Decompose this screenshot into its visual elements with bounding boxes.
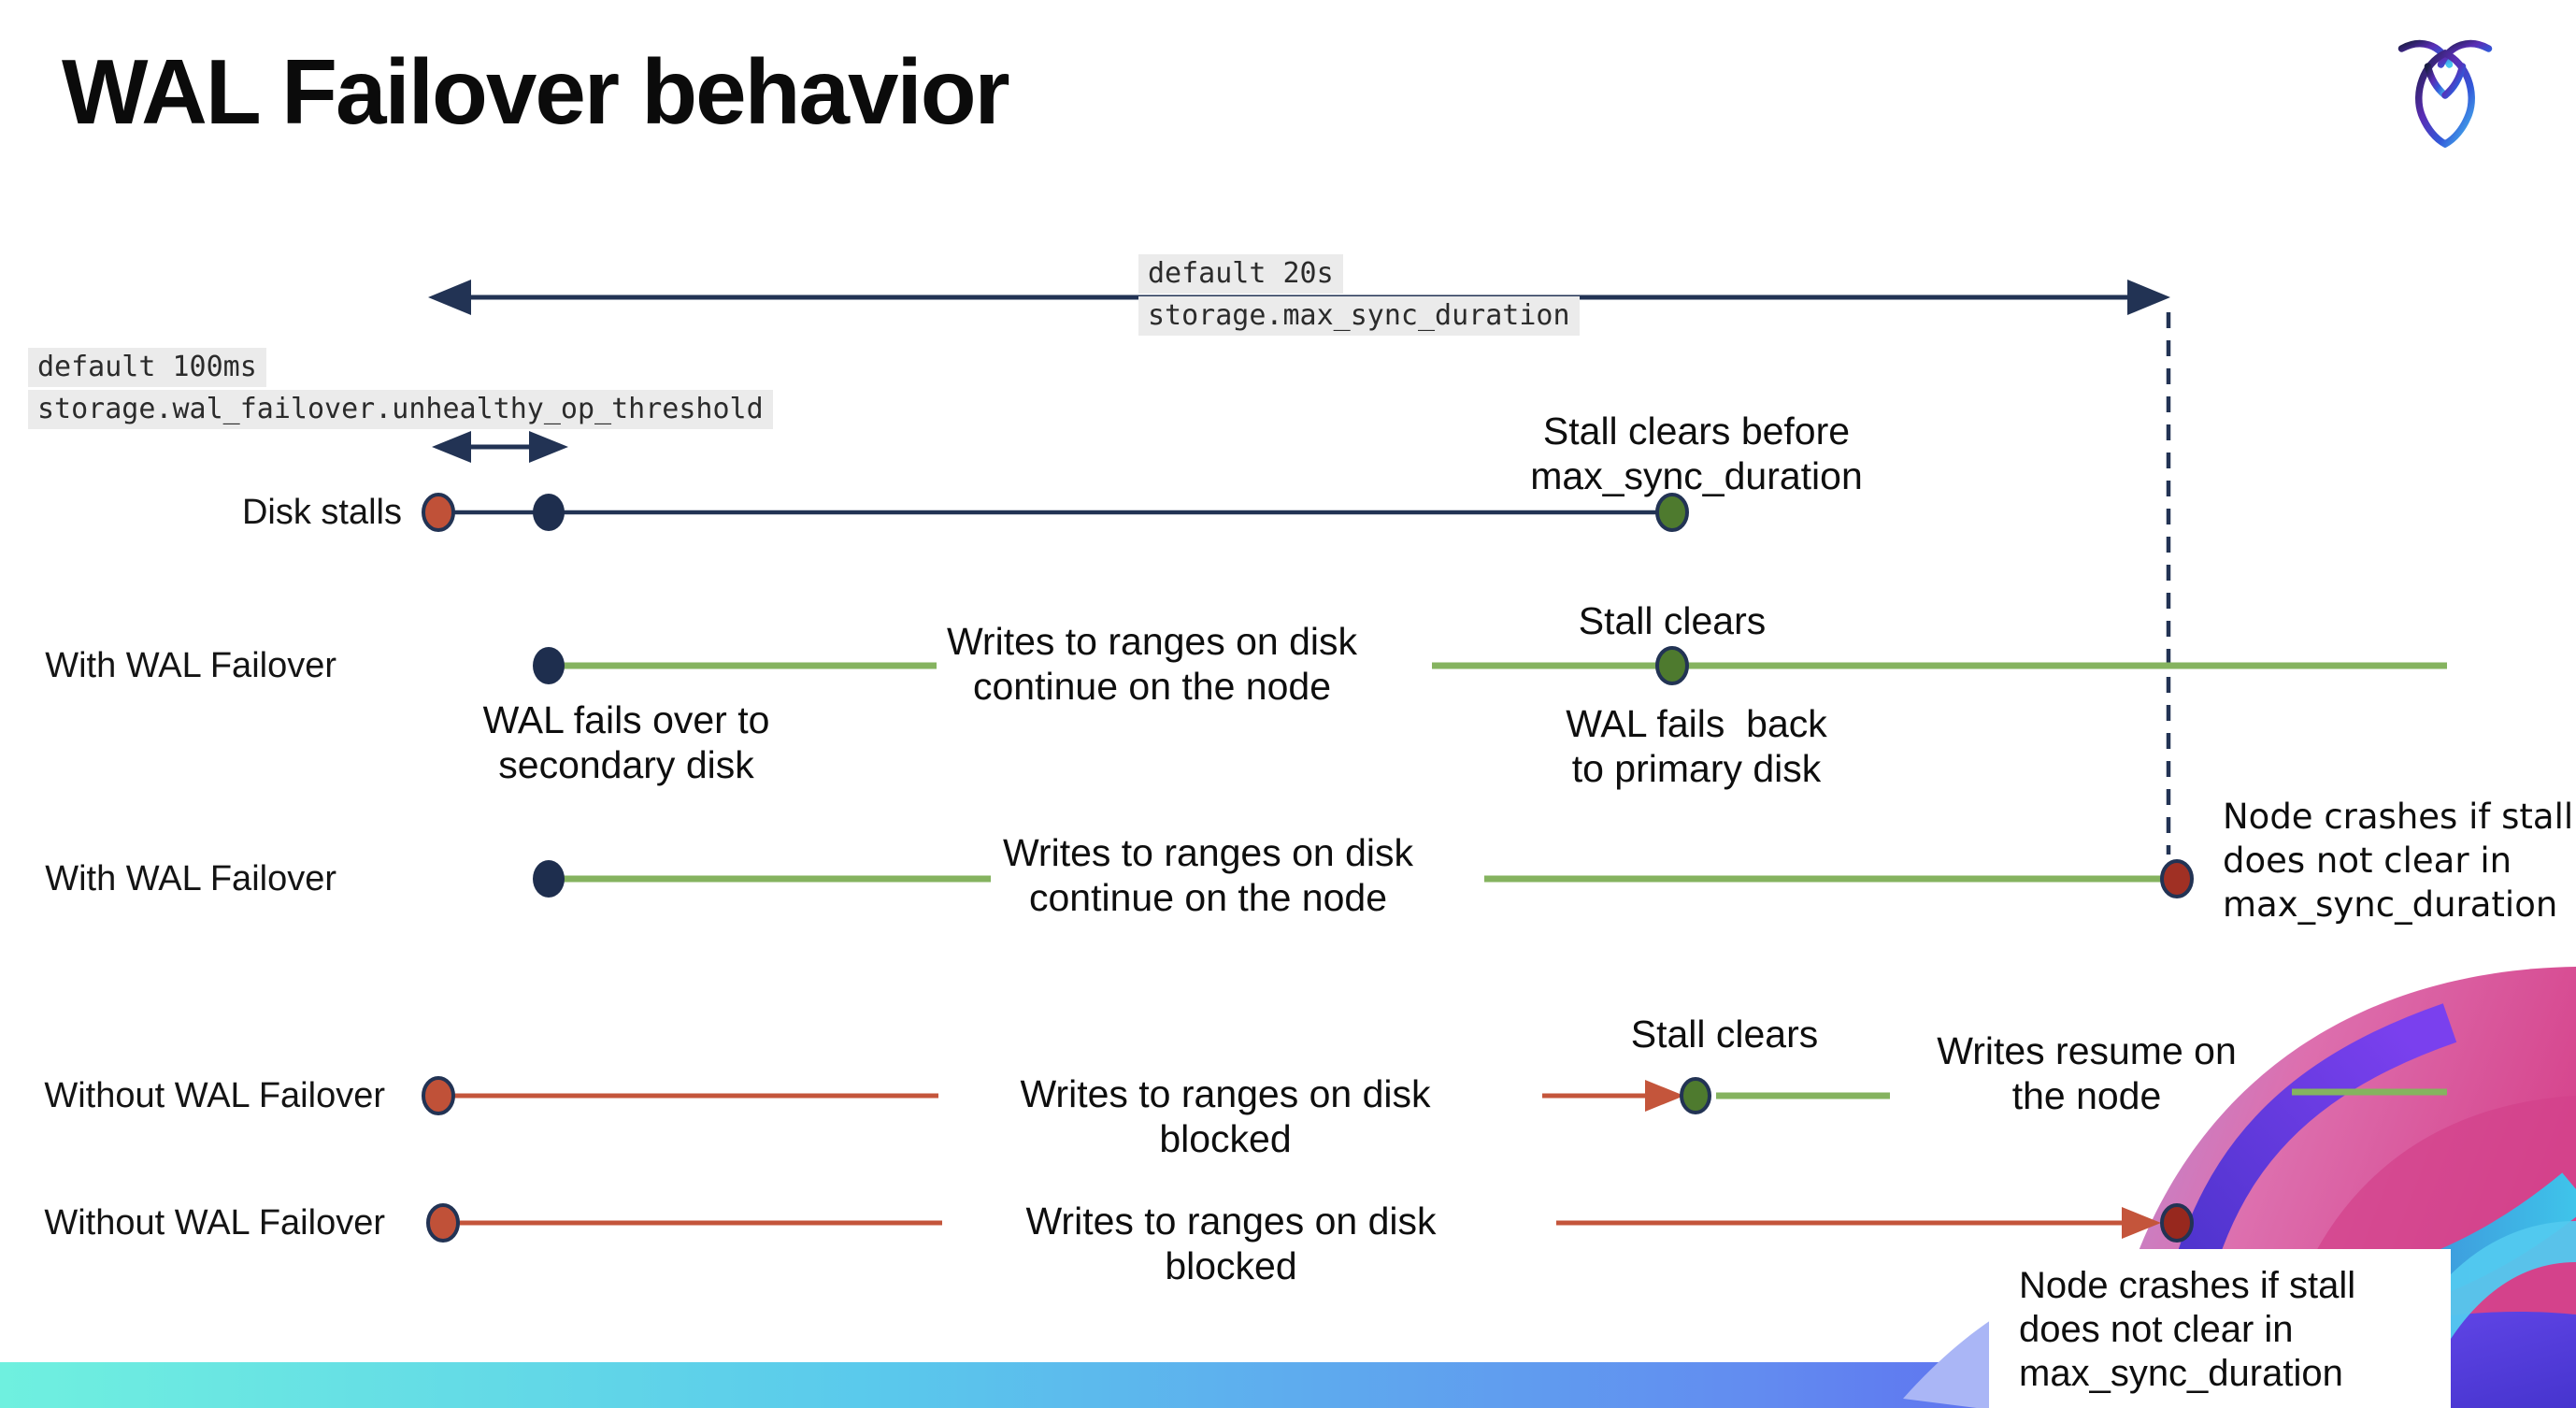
- row-label-with-wal-failover-1: With WAL Failover: [45, 646, 336, 685]
- row-label-with-wal-failover-2: With WAL Failover: [45, 859, 336, 898]
- setting-default-value: default 100ms: [28, 348, 266, 387]
- annotation-writes-blocked-2: Writes to ranges on disk blocked: [1025, 1200, 1458, 1287]
- annotation-node-crashes-1: Node crashes if stall does not clear in …: [2223, 797, 2574, 925]
- failover-1-stall-clears-dot: [1655, 646, 1689, 685]
- arrowhead-right-icon: [529, 431, 568, 463]
- stall-clears-dot: [1655, 493, 1689, 532]
- threshold-dot: [533, 494, 565, 531]
- annotation-wal-fails-over: WAL fails over to secondary disk: [482, 698, 770, 786]
- arrowhead-right-icon: [1645, 1080, 1684, 1112]
- arrowhead-left-icon: [428, 280, 471, 315]
- setting-max-sync-duration: default 20s storage.max_sync_duration: [1138, 254, 1580, 338]
- arrowhead-right-icon: [2127, 280, 2170, 315]
- annotation-writes-continue-2: Writes to ranges on disk continue on the…: [1002, 831, 1414, 919]
- setting-name: storage.wal_failover.unhealthy_op_thresh…: [28, 390, 773, 429]
- annotation-stall-clears-2: Stall clears: [1630, 1013, 1819, 1056]
- arrowhead-left-icon: [432, 431, 471, 463]
- annotation-node-crashes-2: Node crashes if stall does not clear in …: [2019, 1265, 2356, 1394]
- stall-start-dot: [422, 493, 455, 532]
- failover-2-crash-dot: [2160, 859, 2194, 898]
- annotation-writes-continue-1: Writes to ranges on disk continue on the…: [946, 620, 1358, 708]
- failover-2-start-dot: [533, 860, 565, 898]
- no-failover-1-stall-dot: [422, 1076, 455, 1115]
- annotation-wal-fails-back: WAL fails back to primary disk: [1566, 702, 1827, 790]
- page-title: WAL Failover behavior: [62, 40, 1010, 143]
- annotation-writes-resume: Writes resume on the node: [1937, 1029, 2237, 1117]
- annotation-stall-clears-1: Stall clears: [1578, 599, 1767, 642]
- no-failover-1-stall-clears-dot: [1680, 1077, 1711, 1114]
- cockroachdb-logo-icon: [2397, 39, 2493, 148]
- no-failover-2-stall-dot: [426, 1203, 460, 1243]
- failover-1-start-dot: [533, 647, 565, 684]
- annotation-stall-clears-before: Stall clears before max_sync_duration: [1530, 409, 1863, 497]
- setting-unhealthy-op-threshold: default 100ms storage.wal_failover.unhea…: [28, 348, 773, 432]
- row-label-without-wal-failover-2: Without WAL Failover: [44, 1203, 385, 1243]
- setting-default-value: default 20s: [1138, 254, 1343, 294]
- row-label-disk-stalls: Disk stalls: [241, 493, 402, 532]
- annotation-writes-blocked-1: Writes to ranges on disk blocked: [1020, 1072, 1453, 1160]
- crash-callout-box: [1989, 1249, 2451, 1408]
- setting-name: storage.max_sync_duration: [1138, 296, 1580, 336]
- row-label-without-wal-failover-1: Without WAL Failover: [44, 1076, 385, 1115]
